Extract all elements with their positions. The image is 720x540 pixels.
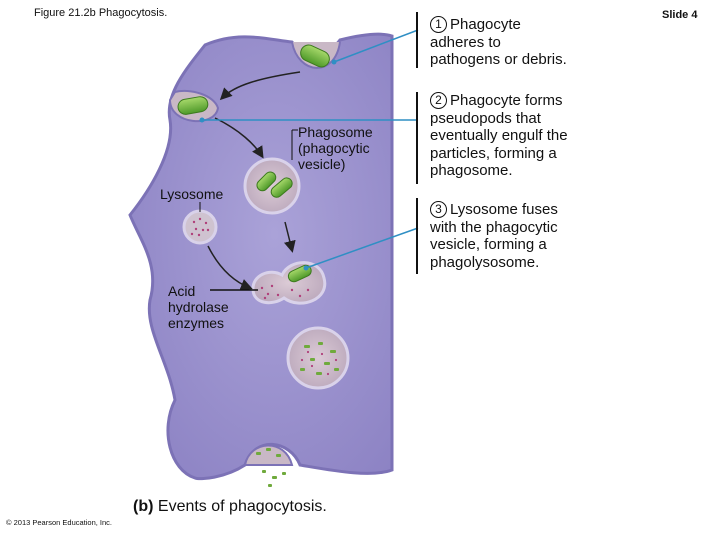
step-3-line: phagolysosome.	[430, 253, 540, 271]
arrow-phagosome-to-fusion	[283, 221, 296, 253]
step-1-line: adheres to	[430, 33, 501, 51]
step2-divider	[416, 92, 418, 184]
step-3-line: with the phagocytic	[430, 218, 558, 236]
phagosome	[243, 157, 301, 215]
acid-hydrolase-label: Acid hydrolase enzymes	[168, 283, 229, 331]
step3-pointer	[305, 227, 419, 269]
step3-divider	[416, 198, 418, 274]
step-1-first-line: Phagocyte	[450, 16, 521, 33]
bacterium-engulfing	[177, 96, 209, 115]
step-2-line: pseudopods that	[430, 109, 541, 127]
caption-text: Events of phagocytosis.	[157, 498, 327, 515]
figure-title: Figure 21.2b Phagocytosis.	[34, 7, 168, 19]
step-3-line: vesicle, forming a	[430, 236, 547, 253]
step-2-line: phagosome.	[430, 162, 513, 179]
phagosome-label-line: (phagocytic	[298, 140, 370, 156]
fusion-enzyme-dots	[260, 284, 310, 300]
lysosome-enzyme-dots	[190, 217, 210, 237]
arrow-adhere-to-engulf	[219, 71, 301, 101]
step-2-line: particles, forming a	[430, 144, 557, 162]
acid-hydrolase-label-line: enzymes	[168, 315, 225, 331]
acid-hydrolase-label-line: Acid	[168, 283, 196, 299]
digested-debris	[300, 342, 339, 375]
phagosome-label: Phagosome (phagocytic vesicle)	[298, 124, 373, 172]
released-residue	[256, 448, 286, 487]
step1-pointer	[333, 29, 419, 63]
arrow-engulf-to-phagosome	[214, 117, 264, 159]
bacterium-in-phagosome-2	[270, 177, 293, 198]
lysosome	[182, 209, 218, 245]
phagosome-label-line: vesicle)	[298, 156, 346, 172]
caption-letter: (b)	[133, 498, 154, 515]
phagosome-label-line: Phagosome	[298, 124, 373, 140]
arrow-lysosome-to-fusion	[207, 245, 253, 291]
step-2-first-line: Phagocyte forms	[450, 92, 563, 109]
figure-caption: (b) Events of phagocytosis.	[133, 498, 327, 516]
slide-number: Slide 4	[662, 9, 698, 21]
phagolysosome	[286, 326, 350, 390]
acid-hydrolase-label-line: hydrolase	[168, 299, 229, 315]
step-1-line: pathogens or debris.	[430, 51, 567, 68]
bacterium-in-phagosome-1	[256, 171, 277, 192]
step-3-first-line: Lysosome fuses	[450, 201, 558, 218]
copyright: © 2013 Pearson Education, Inc.	[6, 518, 113, 527]
lysosome-label: Lysosome	[160, 186, 224, 202]
step-2-number: 2	[430, 92, 447, 109]
exocytosis-pocket	[243, 444, 294, 466]
step-1-number: 1	[430, 16, 447, 33]
step-2-line: eventually engulf the	[430, 127, 568, 144]
step-3-number: 3	[430, 201, 447, 218]
bacterium-adhering	[300, 44, 330, 68]
step1-divider	[416, 12, 418, 68]
